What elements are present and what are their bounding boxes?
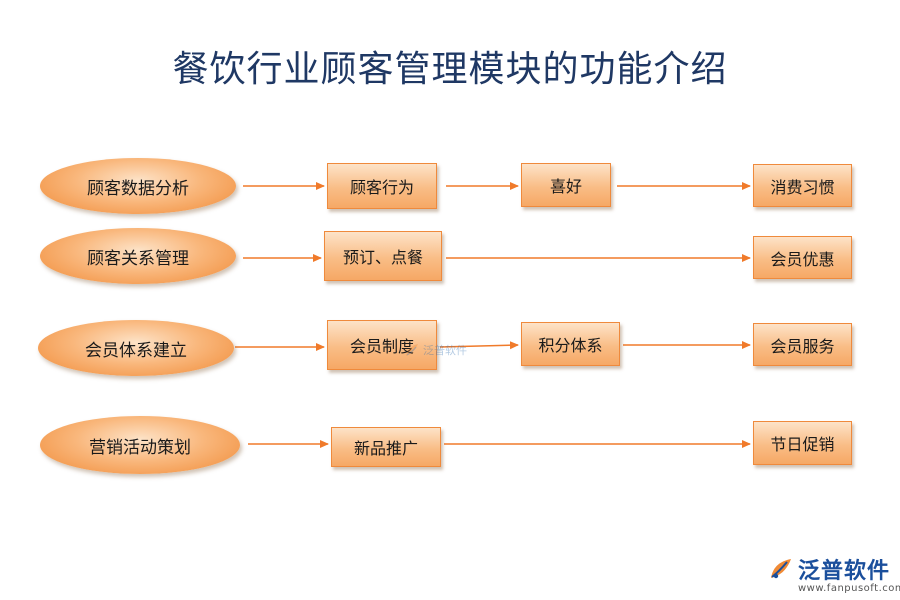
- watermark-logo-icon: [406, 344, 418, 356]
- step-box-member-service: 会员服务: [753, 323, 852, 366]
- step-box-points-system: 积分体系: [521, 322, 620, 366]
- brand-leaf-icon: [771, 559, 791, 579]
- watermark-text: 泛普软件: [423, 344, 467, 357]
- step-box-member-discount: 会员优惠: [753, 236, 852, 279]
- brand-name: 泛普软件: [798, 559, 891, 584]
- watermark: 泛普软件: [404, 342, 467, 358]
- page-title: 餐饮行业顾客管理模块的功能介绍: [172, 49, 728, 90]
- step-box-reservation-ordering: 预订、点餐: [324, 231, 442, 281]
- step-box-preference: 喜好: [521, 163, 611, 207]
- category-ellipse-marketing-campaign: 营销活动策划: [40, 416, 240, 474]
- step-box-new-product-promotion: 新品推广: [331, 427, 441, 467]
- arrow-r3-2: [439, 341, 519, 350]
- category-ellipse-membership-system: 会员体系建立: [38, 320, 234, 376]
- step-box-membership-policy: 会员制度: [327, 320, 437, 370]
- step-box-holiday-promotion: 节日促销: [753, 421, 852, 465]
- category-ellipse-customer-data: 顾客数据分析: [40, 158, 236, 214]
- brand-logo: 泛普软件 www.fanpusoft.com: [768, 553, 900, 594]
- step-box-consumption-habit: 消费习惯: [753, 164, 852, 207]
- step-box-customer-behavior: 顾客行为: [327, 163, 437, 209]
- brand-url: www.fanpusoft.com: [798, 583, 900, 594]
- category-ellipse-customer-relations: 顾客关系管理: [40, 228, 236, 284]
